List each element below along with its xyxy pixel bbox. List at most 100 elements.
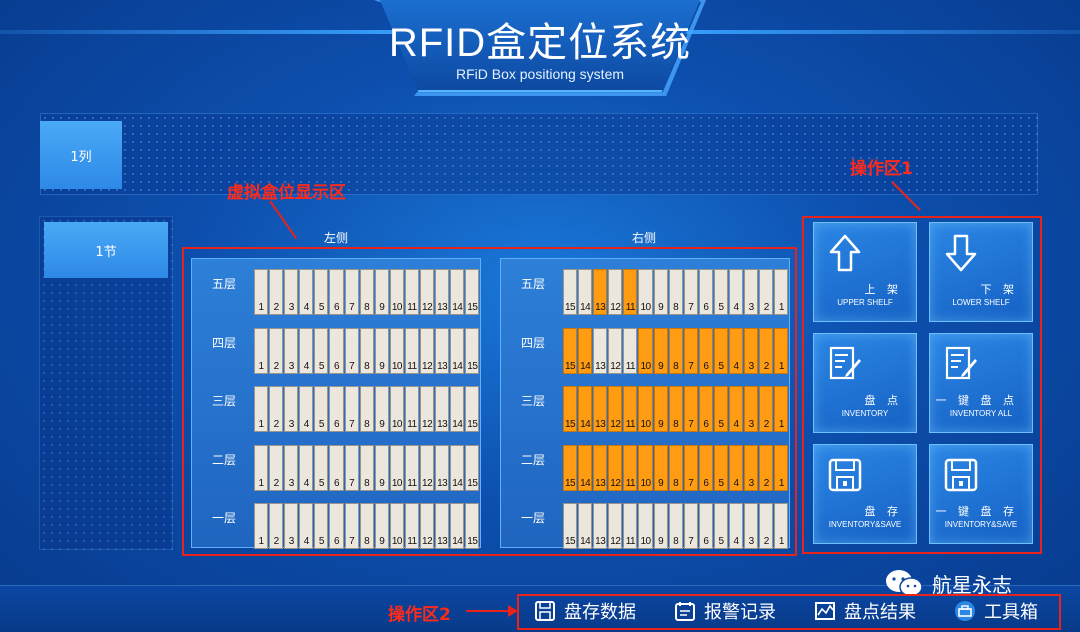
shelf-slot[interactable]: 15 xyxy=(465,444,480,491)
shelf-slot[interactable]: 12 xyxy=(608,269,623,315)
shelf-slot[interactable]: 9 xyxy=(374,386,389,432)
shelf-slot[interactable]: 3 xyxy=(284,386,299,432)
shelf-slot[interactable]: 2 xyxy=(759,503,774,549)
shelf-slot[interactable]: 6 xyxy=(329,327,344,374)
shelf-slot[interactable]: 5 xyxy=(314,269,329,315)
shelf-slot[interactable]: 13 xyxy=(593,503,608,549)
shelf-slot[interactable]: 15 xyxy=(563,386,578,432)
shelf-slot[interactable]: 12 xyxy=(420,386,435,432)
shelf-slot[interactable]: 7 xyxy=(683,386,698,432)
shelf-slot[interactable]: 1 xyxy=(774,269,789,315)
section-button[interactable]: 1节 xyxy=(44,222,168,278)
shelf-slot[interactable]: 9 xyxy=(653,444,668,491)
shelf-slot[interactable]: 4 xyxy=(729,327,744,374)
footer-toolbox[interactable]: 工具箱 xyxy=(954,598,1038,624)
shelf-slot[interactable]: 4 xyxy=(729,269,744,315)
shelf-slot[interactable]: 4 xyxy=(299,503,314,549)
shelf-slot[interactable]: 6 xyxy=(698,327,713,374)
shelf-slot[interactable]: 3 xyxy=(284,327,299,374)
shelf-slot[interactable]: 3 xyxy=(284,503,299,549)
shelf-slot[interactable]: 7 xyxy=(344,386,359,432)
shelf-slot[interactable]: 13 xyxy=(435,503,450,549)
shelf-slot[interactable]: 4 xyxy=(299,327,314,374)
shelf-slot[interactable]: 7 xyxy=(344,503,359,549)
shelf-slot[interactable]: 2 xyxy=(759,386,774,432)
shelf-slot[interactable]: 8 xyxy=(668,386,683,432)
shelf-slot[interactable]: 1 xyxy=(774,444,789,491)
shelf-slot[interactable]: 15 xyxy=(465,386,480,432)
shelf-slot[interactable]: 13 xyxy=(593,269,608,315)
shelf-slot[interactable]: 5 xyxy=(314,386,329,432)
shelf-slot[interactable]: 12 xyxy=(608,327,623,374)
shelf-slot[interactable]: 5 xyxy=(314,503,329,549)
shelf-slot[interactable]: 10 xyxy=(389,386,404,432)
shelf-slot[interactable]: 15 xyxy=(465,269,480,315)
shelf-slot[interactable]: 15 xyxy=(465,327,480,374)
shelf-slot[interactable]: 3 xyxy=(284,444,299,491)
shelf-slot[interactable]: 13 xyxy=(593,386,608,432)
shelf-slot[interactable]: 3 xyxy=(744,444,759,491)
shelf-slot[interactable]: 8 xyxy=(359,269,374,315)
shelf-slot[interactable]: 8 xyxy=(359,444,374,491)
shelf-slot[interactable]: 1 xyxy=(774,503,789,549)
shelf-slot[interactable]: 1 xyxy=(254,327,269,374)
shelf-slot[interactable]: 10 xyxy=(638,327,653,374)
shelf-slot[interactable]: 9 xyxy=(374,503,389,549)
shelf-slot[interactable]: 6 xyxy=(698,269,713,315)
shelf-slot[interactable]: 11 xyxy=(623,503,638,549)
shelf-slot[interactable]: 7 xyxy=(683,444,698,491)
shelf-slot[interactable]: 9 xyxy=(374,327,389,374)
shelf-slot[interactable]: 11 xyxy=(623,269,638,315)
shelf-slot[interactable]: 14 xyxy=(578,269,593,315)
shelf-slot[interactable]: 13 xyxy=(435,269,450,315)
shelf-slot[interactable]: 1 xyxy=(254,386,269,432)
shelf-slot[interactable]: 4 xyxy=(299,386,314,432)
shelf-slot[interactable]: 5 xyxy=(713,269,729,315)
shelf-slot[interactable]: 6 xyxy=(329,444,344,491)
shelf-slot[interactable]: 3 xyxy=(744,269,759,315)
shelf-slot[interactable]: 3 xyxy=(284,269,299,315)
shelf-slot[interactable]: 1 xyxy=(774,386,789,432)
shelf-slot[interactable]: 11 xyxy=(404,503,420,549)
shelf-slot[interactable]: 1 xyxy=(254,444,269,491)
shelf-slot[interactable]: 10 xyxy=(638,386,653,432)
shelf-slot[interactable]: 7 xyxy=(683,327,698,374)
shelf-slot[interactable]: 5 xyxy=(713,503,729,549)
shelf-slot[interactable]: 10 xyxy=(389,269,404,315)
shelf-slot[interactable]: 9 xyxy=(653,269,668,315)
shelf-slot[interactable]: 11 xyxy=(623,444,638,491)
shelf-slot[interactable]: 6 xyxy=(329,503,344,549)
shelf-slot[interactable]: 14 xyxy=(578,327,593,374)
shelf-slot[interactable]: 14 xyxy=(450,269,465,315)
shelf-slot[interactable]: 15 xyxy=(563,327,578,374)
shelf-slot[interactable]: 4 xyxy=(729,444,744,491)
shelf-slot[interactable]: 14 xyxy=(578,386,593,432)
shelf-slot[interactable]: 12 xyxy=(608,503,623,549)
shelf-slot[interactable]: 5 xyxy=(713,444,729,491)
shelf-slot[interactable]: 6 xyxy=(698,444,713,491)
shelf-slot[interactable]: 1 xyxy=(254,503,269,549)
shelf-slot[interactable]: 5 xyxy=(713,386,729,432)
shelf-slot[interactable]: 11 xyxy=(404,327,420,374)
footer-inventory-result[interactable]: 盘点结果 xyxy=(814,598,916,624)
shelf-slot[interactable]: 14 xyxy=(450,444,465,491)
shelf-slot[interactable]: 15 xyxy=(563,444,578,491)
shelf-slot[interactable]: 15 xyxy=(563,503,578,549)
shelf-slot[interactable]: 2 xyxy=(759,327,774,374)
shelf-slot[interactable]: 7 xyxy=(683,269,698,315)
shelf-slot[interactable]: 7 xyxy=(683,503,698,549)
shelf-slot[interactable]: 11 xyxy=(623,327,638,374)
shelf-slot[interactable]: 3 xyxy=(744,386,759,432)
shelf-slot[interactable]: 6 xyxy=(698,386,713,432)
shelf-slot[interactable]: 7 xyxy=(344,269,359,315)
shelf-slot[interactable]: 14 xyxy=(450,503,465,549)
shelf-slot[interactable]: 1 xyxy=(254,269,269,315)
shelf-slot[interactable]: 14 xyxy=(450,327,465,374)
shelf-slot[interactable]: 14 xyxy=(578,503,593,549)
shelf-slot[interactable]: 8 xyxy=(359,327,374,374)
